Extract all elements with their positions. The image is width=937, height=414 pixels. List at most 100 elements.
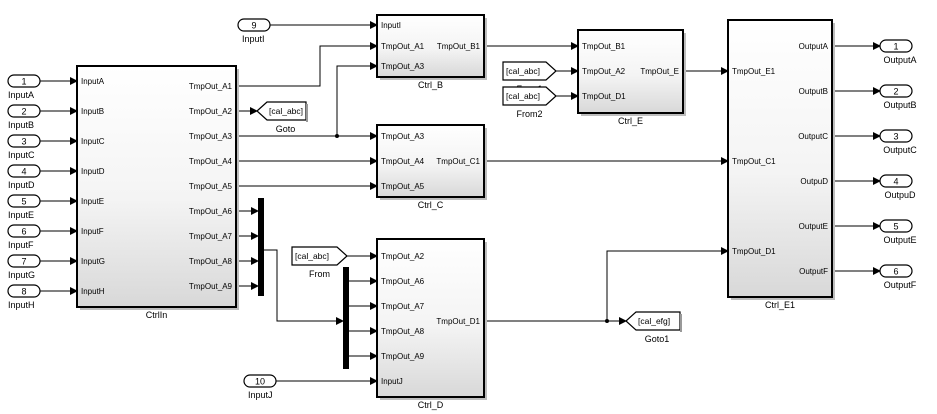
inport-shape — [7, 224, 41, 238]
inport-shape — [243, 374, 277, 388]
output-port-label: TmpOut_E — [640, 67, 679, 76]
inport-label: InputB — [8, 120, 34, 130]
outport-number: 6 — [893, 267, 898, 277]
branch-point — [335, 134, 339, 138]
output-port-label: TmpOut_A6 — [189, 207, 233, 216]
input-port-label: InputJ — [381, 377, 403, 386]
outport-label: OutputC — [883, 145, 917, 155]
goto-shadow — [680, 314, 682, 332]
goto-name: Goto — [276, 124, 296, 134]
from-tag: [cal_abc] — [506, 91, 540, 101]
output-port-label: TmpOut_C1 — [436, 157, 480, 166]
output-port-label: TmpOut_A3 — [189, 132, 233, 141]
input-port-label: TmpOut_A3 — [381, 62, 425, 71]
goto-name: Goto1 — [645, 334, 670, 344]
input-port-label: TmpOut_A6 — [381, 277, 425, 286]
block-body — [376, 14, 485, 78]
block-body — [577, 29, 684, 114]
inport-number: 7 — [21, 257, 26, 267]
block-body — [727, 19, 833, 298]
blocks: 1InputA2InputB3InputC4InputD5InputE6Inpu… — [7, 14, 917, 410]
output-port-label: OutputB — [799, 87, 828, 96]
from-shape — [291, 246, 348, 266]
block-body — [76, 65, 237, 308]
input-port-label: InputG — [81, 257, 105, 266]
input-port-label: InputC — [81, 137, 105, 146]
from-name: From1 — [516, 84, 542, 94]
input-port-label: TmpOut_A7 — [381, 302, 425, 311]
outport-label: OutputB — [883, 100, 916, 110]
output-port-label: TmpOut_A1 — [189, 82, 233, 91]
output-port-label: OutputC — [798, 132, 828, 141]
signal-line[interactable] — [606, 247, 729, 321]
from-tag: [cal_abc] — [295, 251, 329, 261]
outport-shape — [879, 84, 913, 98]
signal-line[interactable] — [264, 249, 344, 325]
from-shape — [502, 86, 557, 106]
inport-shape — [7, 194, 41, 208]
signal-line[interactable] — [336, 62, 378, 136]
inport-number: 1 — [21, 77, 26, 87]
outport-number: 5 — [893, 222, 898, 232]
input-port-label: TmpOut_A4 — [381, 157, 425, 166]
inport-shape — [7, 104, 41, 118]
goto-tag: [cal_efg] — [638, 316, 670, 326]
block-name: Ctrl_E1 — [765, 300, 795, 310]
from-block-from1[interactable]: [cal_abc]From1 — [502, 61, 557, 94]
output-port-label: TmpOut_A9 — [189, 282, 233, 291]
input-port-label: InputH — [81, 287, 105, 296]
from-block-from[interactable]: [cal_abc]From — [291, 246, 348, 279]
goto-block-goto1[interactable]: [cal_efg] Goto1 — [625, 311, 682, 344]
outport-shape — [879, 264, 913, 278]
block-name: Ctrl_E — [618, 116, 643, 126]
subsystem-ctrl-e1[interactable]: TmpOut_E1TmpOut_C1TmpOut_D1OutputAOutput… — [727, 19, 835, 310]
outport-number: 3 — [893, 132, 898, 142]
outport-number: 1 — [893, 42, 898, 52]
goto-block-goto[interactable]: [cal_abc] Goto — [256, 101, 308, 134]
output-port-label: OutpuD — [800, 177, 828, 186]
output-port-label: OutputE — [799, 222, 828, 231]
subsystem-ctrl-e[interactable]: TmpOut_B1TmpOut_A2TmpOut_D1TmpOut_ECtrl_… — [577, 29, 686, 126]
signal-line[interactable] — [236, 42, 378, 87]
signal-lines — [40, 21, 881, 385]
goto-tag: [cal_abc] — [269, 106, 303, 116]
inport-label: InputD — [8, 180, 35, 190]
output-port-label: OutputA — [799, 42, 829, 51]
input-port-label: TmpOut_C1 — [732, 157, 776, 166]
subsystem-ctrl-d[interactable]: TmpOut_A2TmpOut_A6TmpOut_A7TmpOut_A8TmpO… — [376, 238, 487, 410]
inport-shape — [7, 284, 41, 298]
inport-number: 4 — [21, 167, 26, 177]
output-port-label: TmpOut_B1 — [437, 42, 481, 51]
demux-bar[interactable] — [343, 267, 349, 369]
inport-shape — [7, 164, 41, 178]
block-name: Ctrl_B — [418, 80, 443, 90]
block-name: Ctrl_C — [418, 200, 444, 210]
input-port-label: TmpOut_D1 — [732, 247, 776, 256]
subsystem-ctrlin[interactable]: InputAInputBInputCInputDInputEInputFInpu… — [76, 65, 239, 320]
inport-shape — [7, 74, 41, 88]
inport-label: InputG — [8, 270, 35, 280]
mux-bar[interactable] — [258, 198, 264, 296]
from-block-from2[interactable]: [cal_abc]From2 — [502, 86, 557, 119]
subsystem-ctrl-c[interactable]: TmpOut_A3TmpOut_A4TmpOut_A5TmpOut_C1Ctrl… — [376, 124, 487, 210]
outport-shape — [879, 39, 913, 53]
inport-shape — [7, 134, 41, 148]
